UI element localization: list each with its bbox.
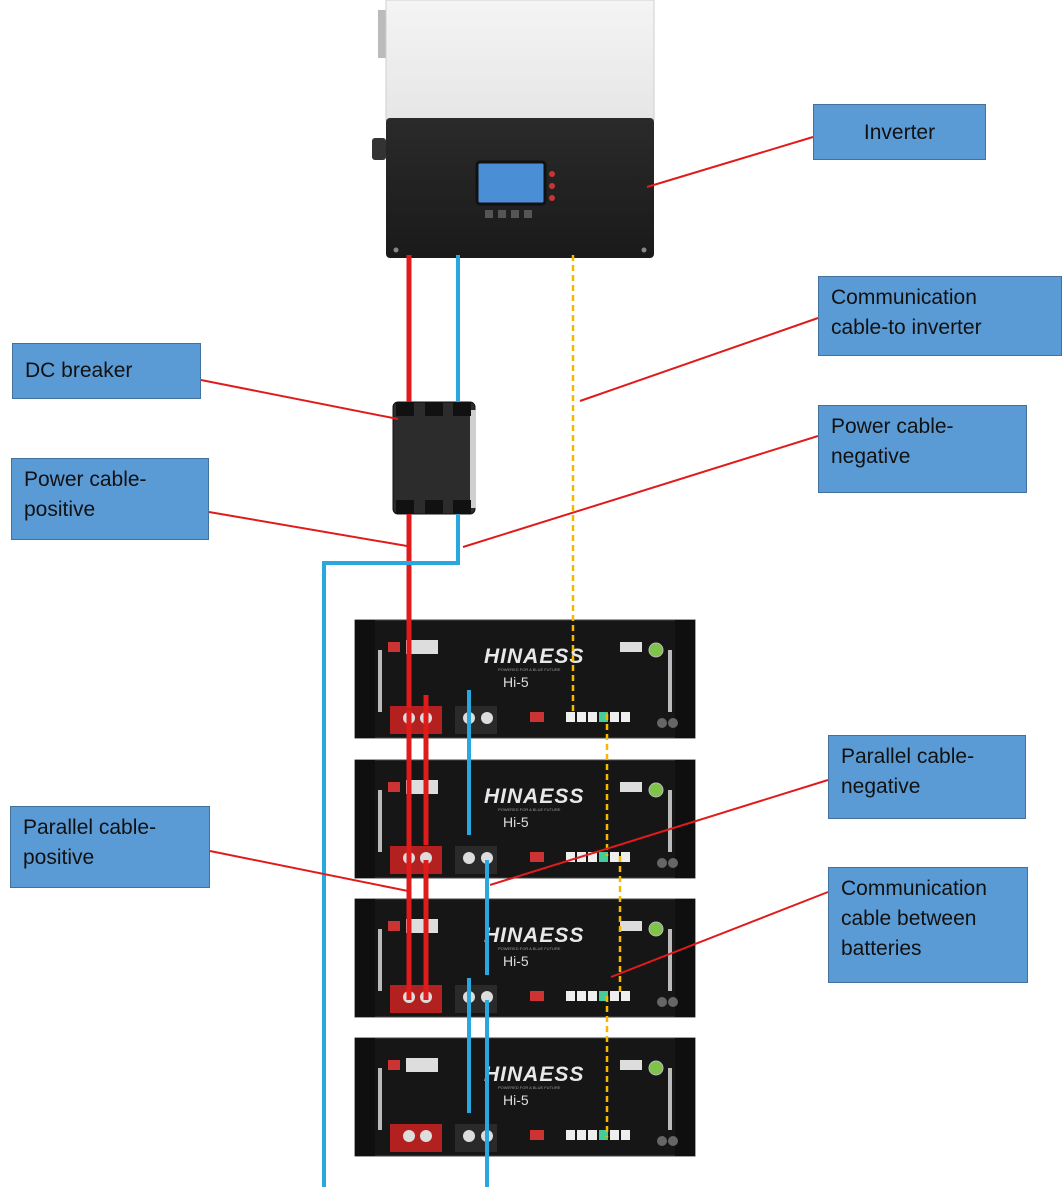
battery-tagline: POWERED FOR A BLUE FUTURE [498,807,561,812]
battery-tagline: POWERED FOR A BLUE FUTURE [498,1085,561,1090]
dc-breaker-unit [392,401,476,515]
label-communication-to-inverter: Communication cable-to inverter [818,276,1062,356]
parallel-cable-positive [406,695,429,1000]
label-inverter: Inverter [813,104,986,160]
label-parallel-cable-negative: Parallel cable- negative [828,735,1026,819]
battery-brand: HINAESS [484,645,584,668]
label-dc-breaker: DC breaker [12,343,201,399]
battery-brand: HINAESS [484,1063,584,1086]
inverter-unit [372,0,655,258]
battery-brand: HINAESS [484,924,584,947]
battery-tagline: POWERED FOR A BLUE FUTURE [498,946,561,951]
leader-lines [200,136,829,978]
battery-model: Hi-5 [503,674,529,690]
battery-brand: HINAESS [484,785,584,808]
battery-model: Hi-5 [503,1092,529,1108]
label-parallel-cable-positive: Parallel cable- positive [10,806,210,888]
label-power-cable-negative: Power cable- negative [818,405,1027,493]
parallel-cable-negative [467,690,489,1113]
battery-model: Hi-5 [503,953,529,969]
inverter-display [475,160,547,206]
label-communication-between-batteries: Communication cable between batteries [828,867,1028,983]
label-power-cable-positive: Power cable- positive [11,458,209,540]
battery-model: Hi-5 [503,814,529,830]
communication-cable [571,255,622,1137]
battery-tagline: POWERED FOR A BLUE FUTURE [498,667,561,672]
